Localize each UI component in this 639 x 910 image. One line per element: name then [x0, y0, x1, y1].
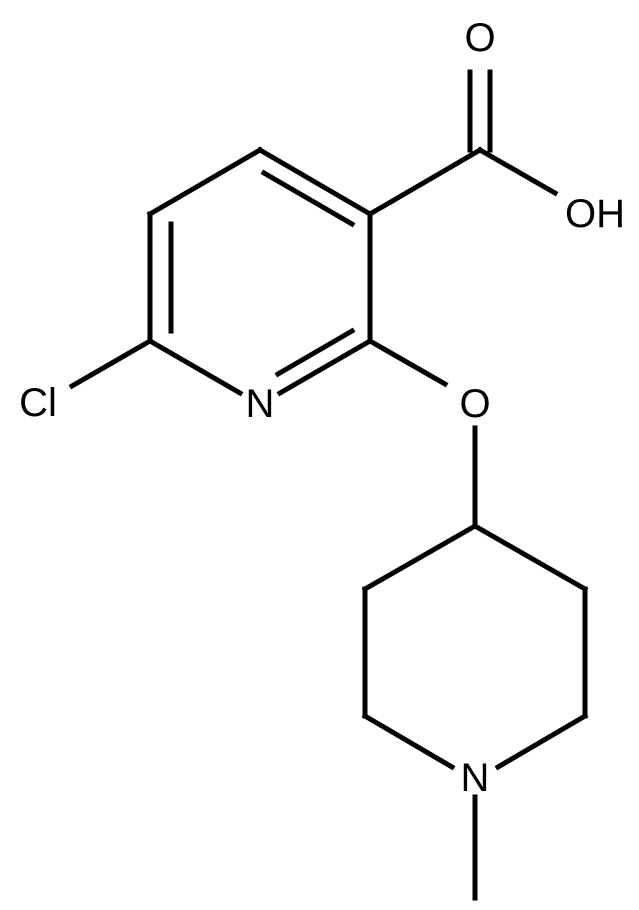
bond-c2p-n	[361, 712, 456, 771]
piperidine-ring	[361, 522, 589, 771]
bond-c4p-c3p	[361, 522, 479, 593]
carboxylic-acid-group	[366, 69, 559, 218]
chlorine-label: Cl	[19, 381, 57, 425]
bond-carboxyl-oh	[476, 146, 559, 197]
bond-c3-carboxyl	[366, 146, 484, 218]
hydroxyl-label: OH	[565, 192, 625, 236]
bond-c2-n1	[276, 337, 374, 397]
bond-c5-c4	[146, 146, 264, 218]
piperidine-nitrogen-label: N	[461, 756, 490, 800]
bond-n-c6p	[494, 712, 589, 771]
bond-c4-c3	[256, 146, 374, 218]
ether-linkage	[366, 337, 478, 529]
bond-c5p-c4p	[471, 522, 589, 593]
ring-nitrogen-label: N	[246, 382, 275, 426]
bond-c6-cl	[68, 337, 154, 390]
ether-oxygen-label: O	[459, 382, 490, 426]
bond-c4-c3-inner	[260, 169, 356, 228]
pyridine-ring	[146, 146, 374, 397]
carbonyl-oxygen-label: O	[464, 16, 495, 60]
bond-c2-n1-inner	[274, 327, 356, 378]
bond-n1-c6	[146, 337, 244, 397]
bond-c2-o	[366, 337, 449, 388]
